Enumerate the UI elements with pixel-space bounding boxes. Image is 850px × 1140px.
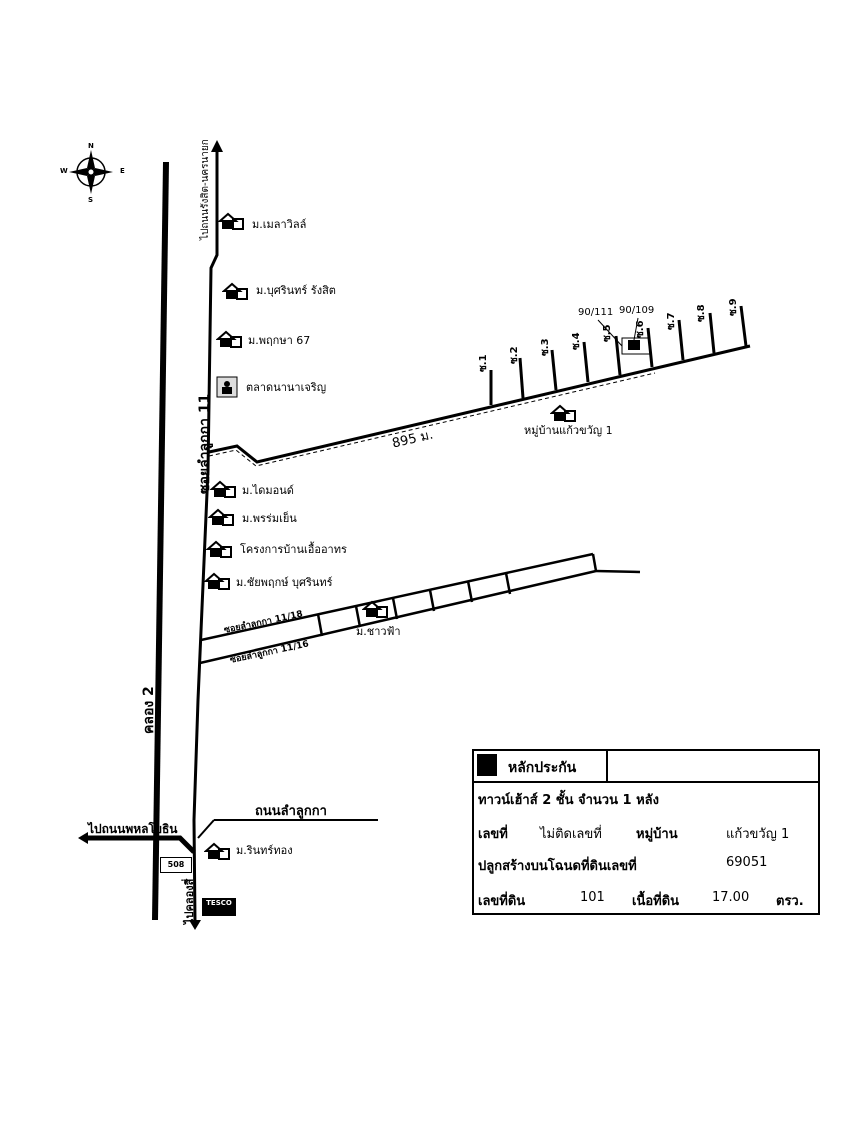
house-icon bbox=[362, 600, 388, 618]
village-soi-label: ซ.2 bbox=[509, 346, 520, 364]
legend-area-label: เนื้อที่ดิน bbox=[632, 894, 680, 909]
tesco-icon: TESCO bbox=[202, 898, 236, 916]
legend-deed-value: 69051 bbox=[726, 855, 768, 870]
house-icon bbox=[204, 572, 230, 590]
lam-luk-ka-road bbox=[197, 819, 215, 839]
compass-rose bbox=[69, 150, 113, 194]
lower-sois bbox=[199, 552, 641, 665]
house-icon bbox=[222, 282, 248, 300]
phahon-road bbox=[88, 835, 196, 854]
place-label: ม.ชัยพฤกษ์ บุศรินทร์ bbox=[236, 576, 333, 589]
collateral-legend: หลักประกัน ทาวน์เฮ้าส์ 2 ชั้น จำนวน 1 หล… bbox=[472, 749, 820, 915]
to-phahon-label: ไปถนนพหลโยธิน bbox=[88, 822, 178, 836]
north-arrow-head bbox=[211, 140, 223, 152]
village-road bbox=[208, 344, 751, 464]
compass-west: W bbox=[60, 167, 68, 175]
legend-village-value: แก้วขวัญ 1 bbox=[726, 827, 790, 842]
main-soi-label: ซอยลำลูกกา 11 bbox=[197, 393, 213, 494]
market-icon bbox=[216, 376, 238, 398]
house-icon bbox=[550, 404, 576, 422]
compass-east: E bbox=[120, 167, 125, 175]
house-icon bbox=[210, 480, 236, 498]
legend-header: หลักประกัน bbox=[474, 751, 818, 783]
place-label: หมู่บ้านแก้วขวัญ 1 bbox=[524, 424, 613, 437]
place-label: ม.พรร่มเย็น bbox=[242, 512, 297, 525]
place-label: ม.เมลาวิลล์ bbox=[252, 218, 307, 231]
legend-land-no-label: เลขที่ดิน bbox=[478, 894, 526, 909]
legend-land-no-value: 101 bbox=[580, 890, 605, 905]
house-icon bbox=[216, 330, 242, 348]
lam-luk-ka-label: ถนนลำลูกกา bbox=[255, 804, 327, 819]
legend-area-value: 17.00 bbox=[712, 890, 750, 905]
place-label: ม.บุศรินทร์ รังสิต bbox=[256, 284, 336, 297]
legend-house-no-label: เลขที่ bbox=[478, 827, 508, 842]
village-soi-label: ซ.3 bbox=[540, 338, 551, 356]
house-icon bbox=[218, 212, 244, 230]
main-soi-road bbox=[192, 150, 219, 923]
legend-house-no-value: ไม่ติดเลขที่ bbox=[540, 827, 602, 842]
village-soi-label: ซ.5 bbox=[602, 324, 613, 342]
compass-north: N bbox=[88, 142, 94, 150]
west-arrow-head bbox=[78, 832, 88, 844]
village-soi-label: ซ.1 bbox=[478, 354, 489, 372]
legend-property: ทาวน์เฮ้าส์ 2 ชั้น จำนวน 1 หลัง bbox=[478, 793, 659, 808]
place-label: ม.ชาวฟ้า bbox=[356, 625, 401, 638]
village-soi-label: ซ.6 bbox=[635, 320, 646, 338]
legend-village-label: หมู่บ้าน bbox=[636, 827, 678, 842]
to-top-label: ไปถนนรังสิต-นครนายก bbox=[200, 139, 211, 240]
legend-swatch bbox=[477, 754, 497, 776]
place-label: ม.รินทร์ทอง bbox=[236, 844, 293, 857]
collateral-marker bbox=[628, 340, 640, 350]
house-number-left: 90/111 bbox=[578, 307, 614, 318]
place-label: โครงการบ้านเอื้ออาทร bbox=[240, 543, 347, 556]
village-soi-lines bbox=[489, 305, 748, 405]
place-label: ม.ไดมอนด์ bbox=[242, 484, 294, 497]
place-label: ม.พฤกษา 67 bbox=[248, 334, 311, 347]
legend-area-unit: ตรว. bbox=[776, 894, 804, 909]
village-soi-label: ซ.4 bbox=[571, 332, 582, 350]
village-soi-label: ซ.8 bbox=[696, 304, 707, 322]
house-icon bbox=[204, 842, 230, 860]
to-canal-label: ไปคลองสี่ bbox=[183, 878, 196, 924]
compass-south: S bbox=[88, 196, 94, 204]
south-arrow-head bbox=[189, 920, 201, 930]
seven-eleven-icon: 508 bbox=[160, 857, 192, 873]
place-label: ตลาดนานาเจริญ bbox=[246, 381, 327, 394]
house-number-right: 90/109 bbox=[619, 305, 655, 316]
canal-line bbox=[152, 161, 169, 921]
house-icon bbox=[206, 540, 232, 558]
village-soi-label: ซ.9 bbox=[728, 298, 739, 316]
canal-label: คลอง 2 bbox=[141, 686, 157, 734]
legend-deed-label: ปลูกสร้างบนโฉนดที่ดินเลขที่ bbox=[478, 859, 637, 874]
village-soi-label: ซ.7 bbox=[666, 312, 677, 330]
house-icon bbox=[208, 508, 234, 526]
legend-title: หลักประกัน bbox=[508, 760, 577, 776]
legend-divider bbox=[606, 751, 608, 781]
